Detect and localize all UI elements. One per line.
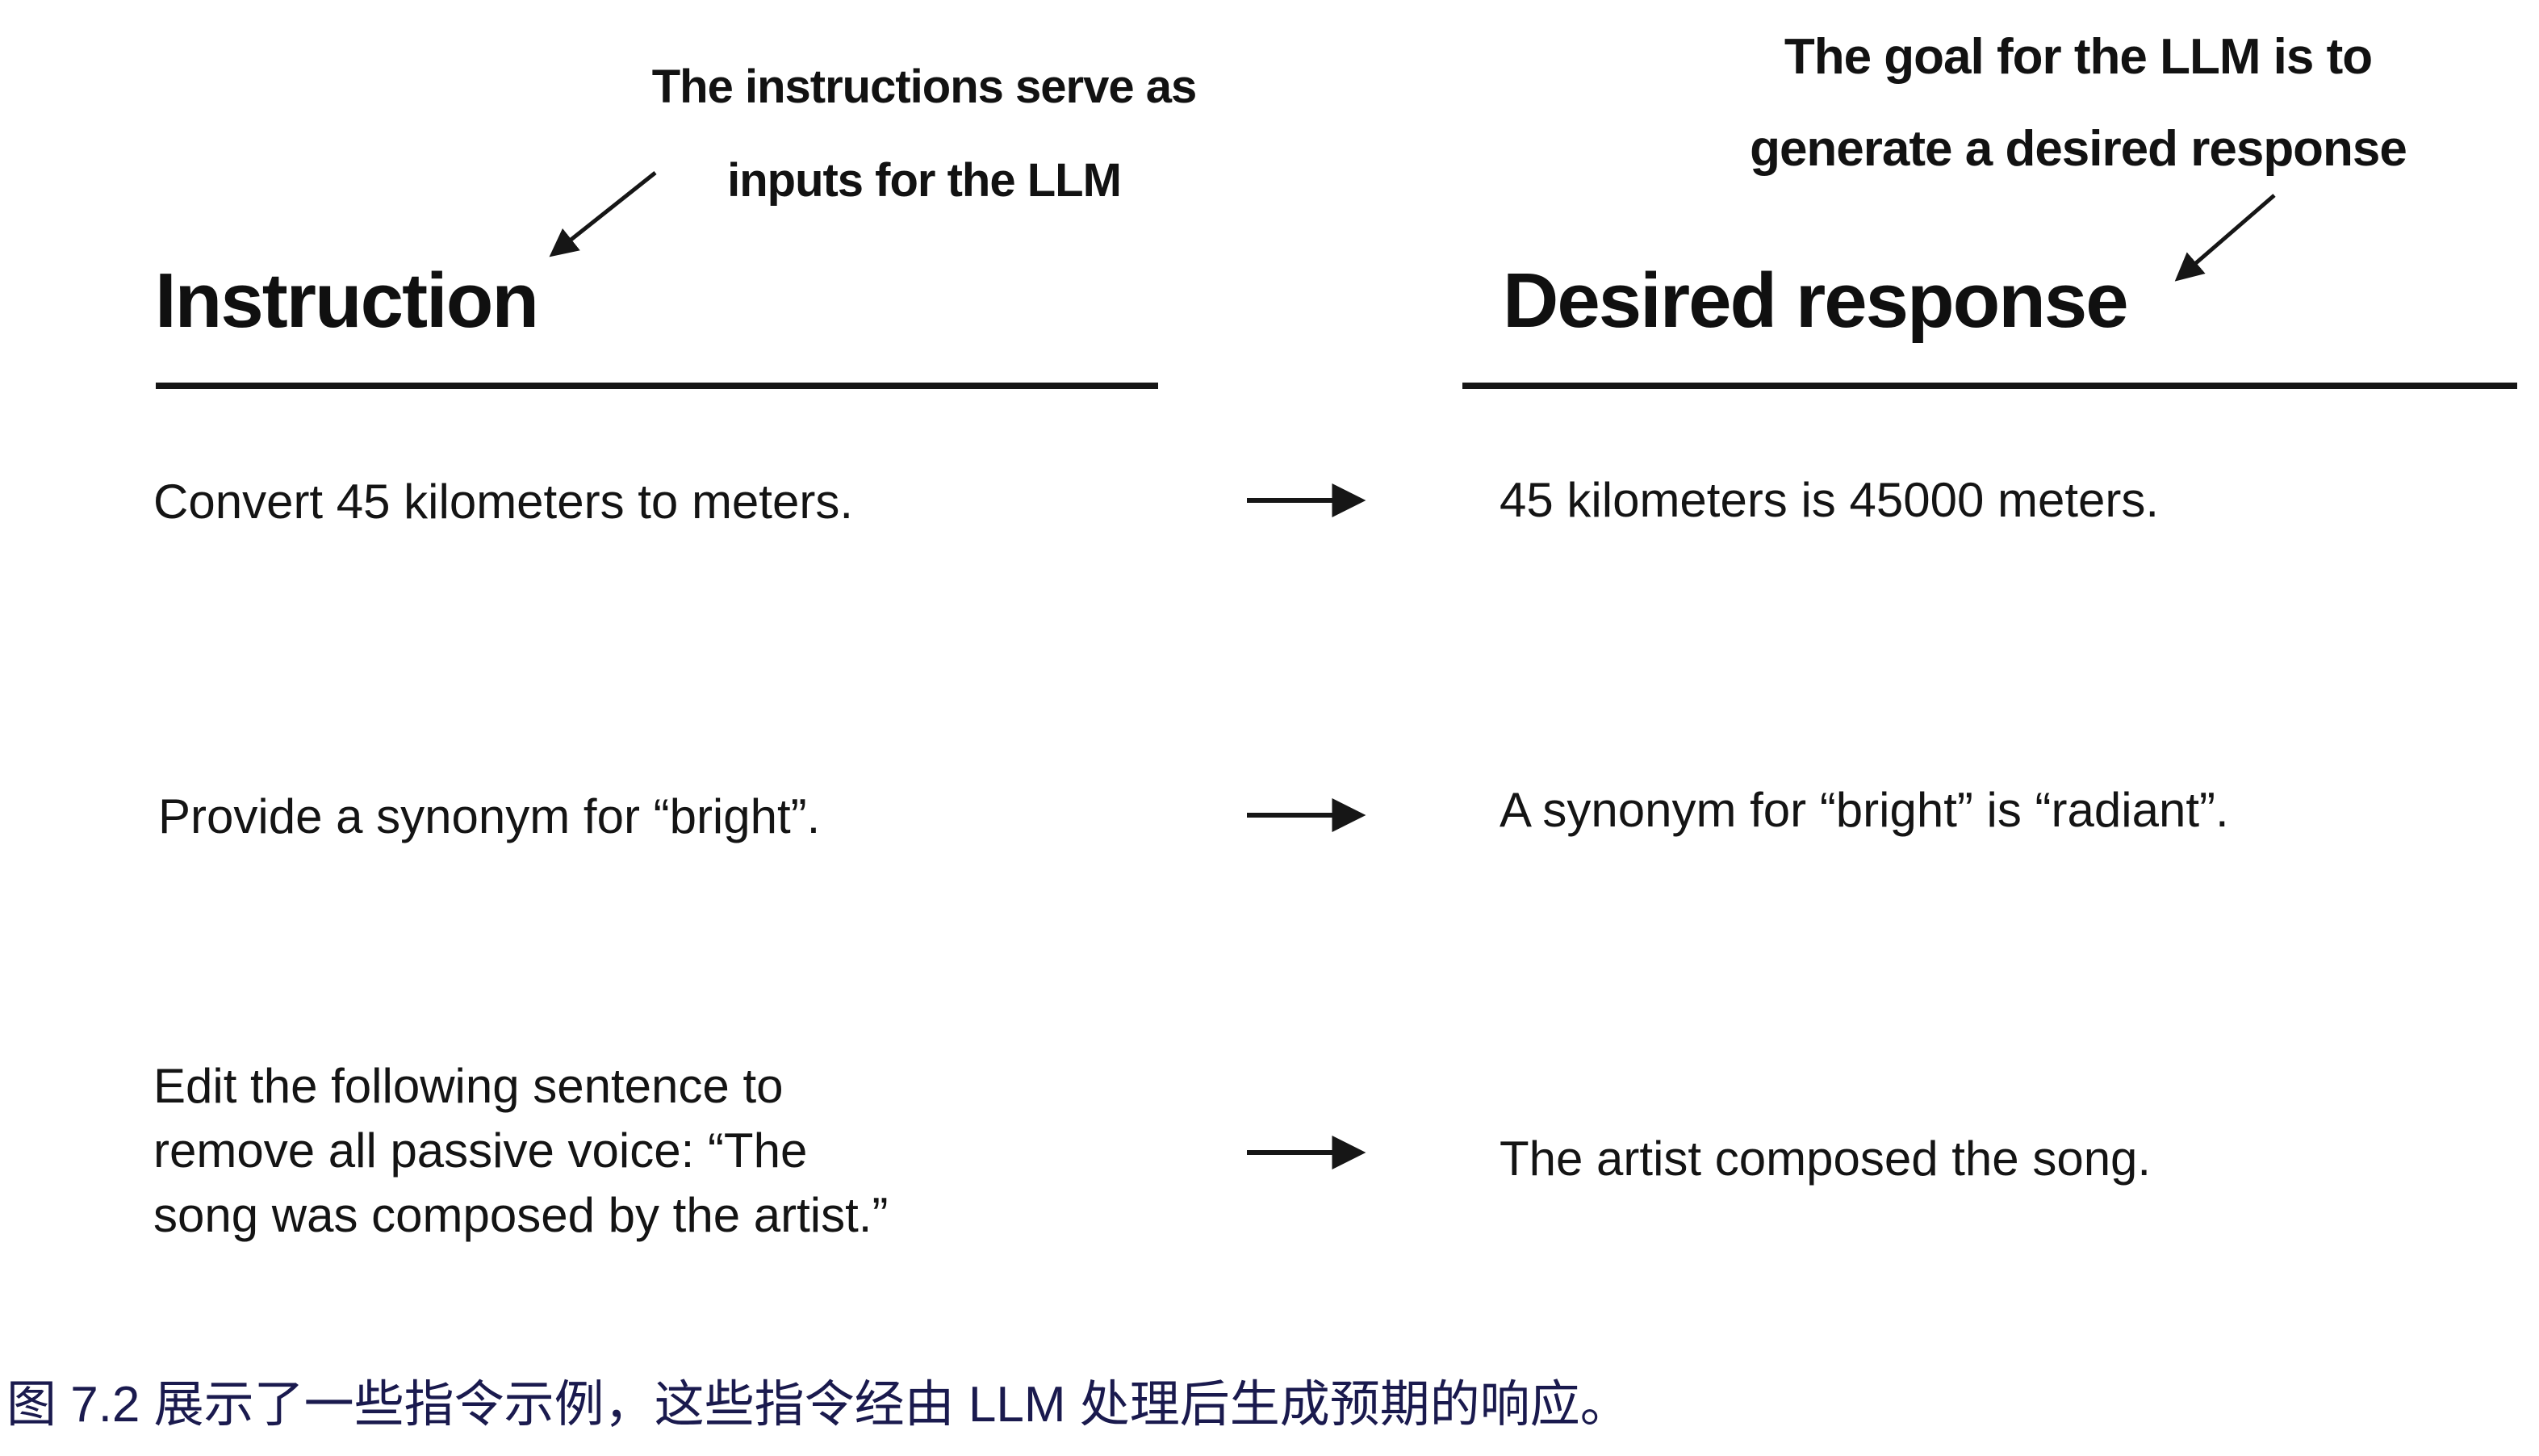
instruction-annotation-line-1: The instructions serve as (651, 61, 1197, 113)
instruction-annotation-arrow-icon (549, 171, 657, 257)
instruction-example-3-line-1: Edit the following sentence to (153, 1059, 784, 1113)
response-annotation-line-2: generate a desired response (1750, 121, 2407, 177)
instruction-column-header: Instruction (155, 257, 539, 344)
response-example-2: A synonym for “bright” is “radiant”. (1500, 783, 2229, 837)
instruction-example-2: Provide a synonym for “bright”. (158, 789, 821, 843)
instruction-example-3-line-3: song was composed by the artist.” (153, 1188, 889, 1242)
response-annotation: The goal for the LLM is to generate a de… (1614, 11, 2539, 195)
response-column-header: Desired response (1503, 257, 2129, 344)
response-annotation-arrow-icon (2174, 194, 2276, 282)
response-example-1: 45 kilometers is 45000 meters. (1500, 473, 2160, 527)
response-example-3: The artist composed the song. (1500, 1132, 2152, 1186)
response-annotation-line-1: The goal for the LLM is to (1784, 29, 2373, 85)
instruction-annotation-line-2: inputs for the LLM (727, 154, 1122, 207)
response-underline (1462, 383, 2517, 389)
instruction-underline (156, 383, 1158, 389)
figure-caption: 图 7.2 展示了一些指令示例，这些指令经由 LLM 处理后生成预期的响应。 (6, 1377, 1630, 1433)
instruction-example-3: Edit the following sentence to remove al… (153, 1054, 888, 1248)
instruction-example-1: Convert 45 kilometers to meters. (153, 475, 853, 529)
instruction-annotation: The instructions serve as inputs for the… (517, 40, 1332, 228)
instruction-example-3-line-2: remove all passive voice: “The (153, 1123, 808, 1178)
